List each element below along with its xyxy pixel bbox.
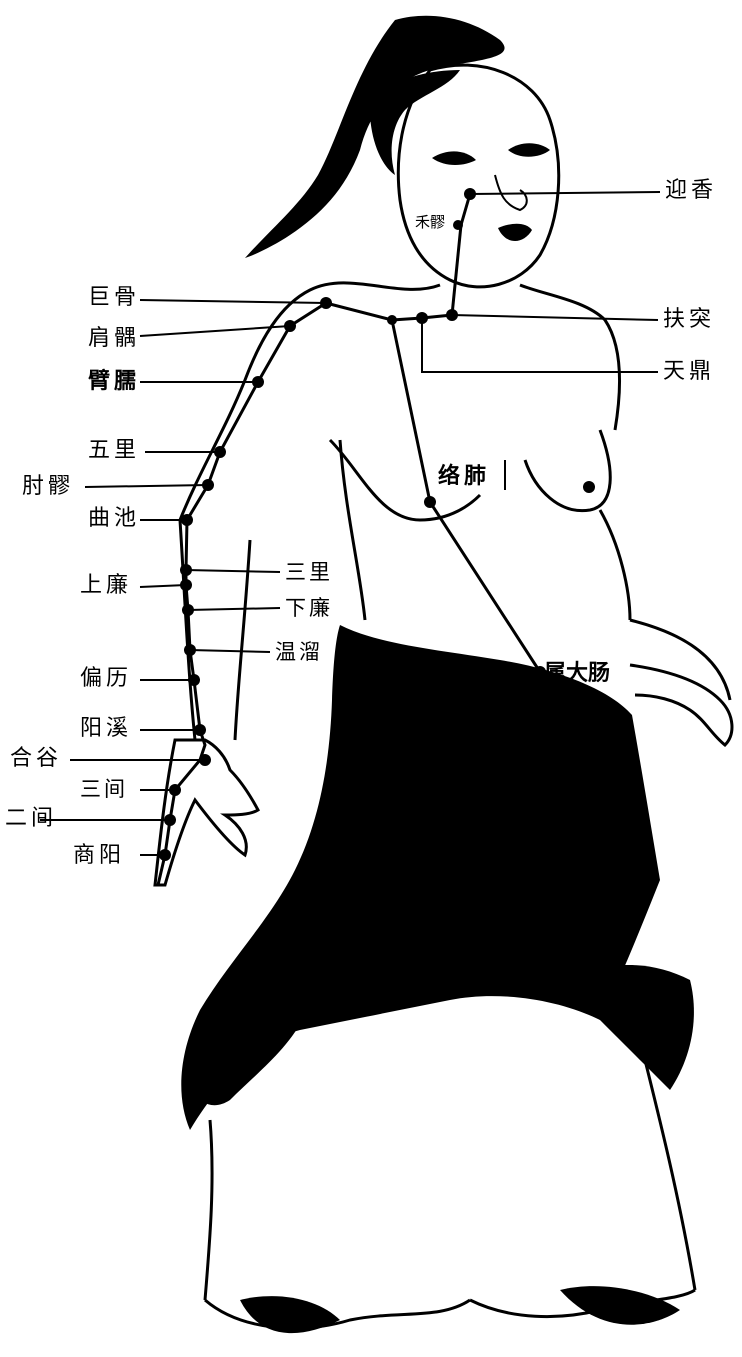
label-luofei: 络肺 xyxy=(438,465,490,487)
label-shudachang: 属大肠 xyxy=(544,662,610,684)
figure-hair xyxy=(245,16,505,258)
label-quchi: 曲池 xyxy=(88,508,140,530)
label-hegu: 合谷 xyxy=(10,748,62,770)
point-neck xyxy=(387,315,397,325)
label-jugu: 巨骨 xyxy=(88,287,140,309)
figure-right-hand xyxy=(630,665,732,745)
label-shanglian: 上廉 xyxy=(80,575,132,597)
figure-nipple xyxy=(583,481,595,493)
label-tianding: 天鼎 xyxy=(663,361,715,383)
label-jianyu: 肩髃 xyxy=(88,328,140,350)
label-shangyang: 商阳 xyxy=(73,845,125,867)
label-sanli: 三里 xyxy=(285,562,333,583)
point-heliao xyxy=(453,220,463,230)
label-wenliu: 温溜 xyxy=(275,642,323,663)
label-yangxi: 阳溪 xyxy=(80,718,132,740)
label-wuli: 五里 xyxy=(88,440,140,462)
label-yingxiang: 迎香 xyxy=(665,180,717,202)
figure-face xyxy=(432,143,550,241)
label-futu: 扶突 xyxy=(663,309,715,331)
label-heliao: 禾髎 xyxy=(415,215,445,230)
figure-robe-lower xyxy=(205,1040,695,1328)
figure-robe xyxy=(181,625,694,1333)
label-xialian: 下廉 xyxy=(285,598,333,619)
label-pianli: 偏历 xyxy=(80,668,132,690)
label-binao: 臂臑 xyxy=(88,370,140,392)
label-sanjian: 三间 xyxy=(80,779,128,800)
label-erjian: 二间 xyxy=(5,808,57,830)
label-zhouliao: 肘髎 xyxy=(22,476,74,498)
figure-head xyxy=(398,65,558,287)
point-luofei xyxy=(424,496,436,508)
